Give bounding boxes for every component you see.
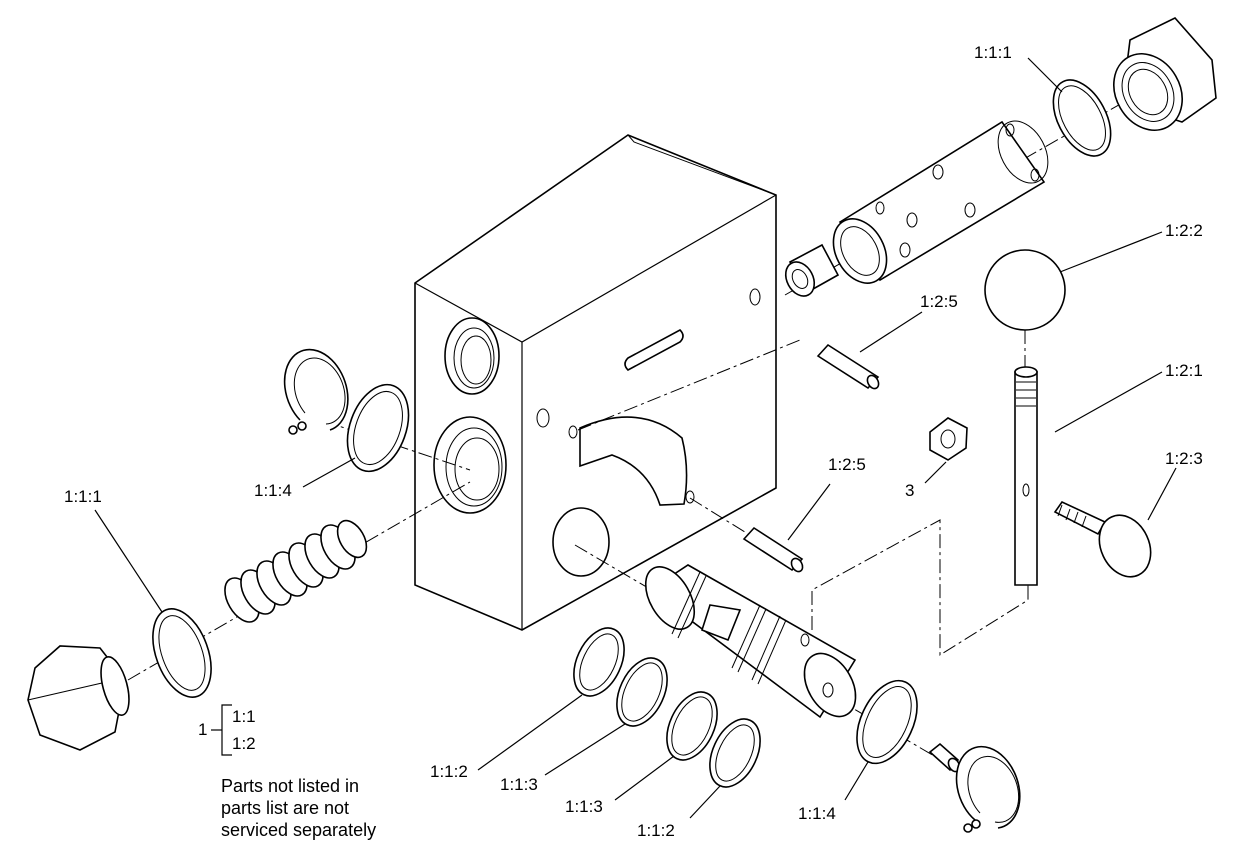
legend-parent: 1: [198, 720, 208, 739]
hex-fitting-top: [1113, 17, 1217, 131]
backup-ring-b: [709, 718, 761, 788]
oring-right-lower: [856, 679, 918, 765]
snap-ring-left: [283, 348, 349, 435]
valve-body: [414, 134, 777, 631]
note-line-1: Parts not listed in: [221, 776, 360, 796]
leader-lines: [94, 57, 1177, 819]
legend-child-1: 1:1: [232, 707, 256, 726]
callout-seal-a: 1:1:3: [500, 775, 538, 794]
note-line-3: serviced separately: [221, 820, 377, 840]
callout-backup-ring-a: 1:1:2: [430, 762, 468, 781]
callout-pin-upper: 1:2:5: [920, 292, 958, 311]
perforated-sleeve: [832, 120, 1049, 284]
seal-b: [666, 691, 718, 761]
callout-stem: 1:2:1: [1165, 361, 1203, 380]
spool: [644, 564, 857, 719]
knob-screw: [1053, 500, 1152, 578]
hex-plug-left: [27, 645, 130, 751]
oring-left-upper: [346, 383, 410, 473]
legend-bracket: [211, 704, 232, 756]
backup-ring-a: [573, 627, 625, 697]
small-plug: [928, 742, 961, 773]
callout-ball: 1:2:2: [1165, 221, 1203, 240]
hex-nut: [929, 417, 968, 461]
callout-pin-lower: 1:2:5: [828, 455, 866, 474]
oring-top: [1052, 79, 1112, 157]
pin-lower: [742, 526, 804, 573]
pin-upper: [816, 343, 880, 390]
callout-knob-screw: 1:2:3: [1165, 449, 1203, 468]
oring-left-lower: [152, 608, 212, 698]
ball: [984, 249, 1066, 331]
callout-snap-ring-left: 1:1:4: [254, 481, 292, 500]
callout-snap-ring-right: 1:1:4: [798, 804, 836, 823]
callout-seal-b: 1:1:3: [565, 797, 603, 816]
callout-top-oring: 1:1:1: [974, 43, 1012, 62]
callout-left-oring: 1:1:1: [64, 487, 102, 506]
adapter-small: [784, 243, 840, 297]
stem: [1014, 366, 1038, 586]
legend-child-2: 1:2: [232, 734, 256, 753]
note-line-2: parts list are not: [221, 798, 350, 818]
parts-note: Parts not listed in parts list are not s…: [221, 775, 376, 841]
snap-ring-right: [955, 745, 1021, 833]
callout-nut: 3: [905, 481, 915, 500]
callout-backup-ring-b: 1:1:2: [637, 821, 675, 840]
seal-a: [616, 657, 668, 727]
spring: [224, 519, 368, 623]
